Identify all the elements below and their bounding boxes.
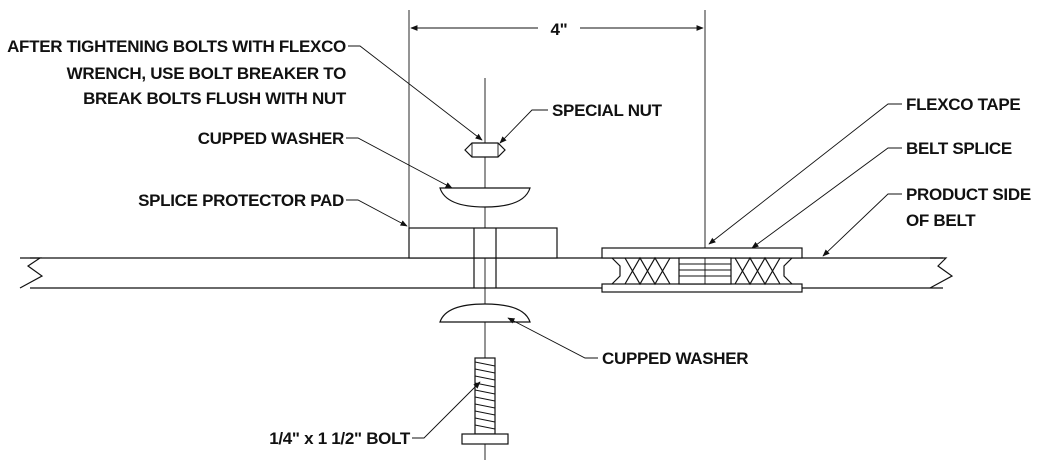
label-cupped-washer-bottom: CUPPED WASHER xyxy=(602,349,748,368)
label-instruction-line1: AFTER TIGHTENING BOLTS WITH FLEXCO xyxy=(7,37,346,56)
bolt xyxy=(461,357,509,445)
label-instruction-line2: WRENCH, USE BOLT BREAKER TO xyxy=(67,64,346,83)
label-product-side-line2: OF BELT xyxy=(906,211,976,230)
leader-lines xyxy=(346,45,902,439)
label-flexco-tape: FLEXCO TAPE xyxy=(906,95,1020,114)
label-instruction-line3: BREAK BOLTS FLUSH WITH NUT xyxy=(83,89,347,108)
splice-protector-pad xyxy=(408,227,558,259)
belt-break-left xyxy=(19,257,44,289)
label-special-nut: SPECIAL NUT xyxy=(552,101,663,120)
cupped-washer-bottom xyxy=(439,303,531,323)
label-cupped-washer-top: CUPPED WASHER xyxy=(198,129,344,148)
dimension-label: 4" xyxy=(551,20,568,39)
label-bolt: 1/4" x 1 1/2" BOLT xyxy=(269,429,411,448)
label-product-side-line1: PRODUCT SIDE xyxy=(906,185,1031,204)
bolt-shank xyxy=(473,228,497,288)
label-belt-splice: BELT SPLICE xyxy=(906,139,1012,158)
special-nut xyxy=(464,142,506,158)
belt xyxy=(19,257,954,289)
dimension-4in: 4" xyxy=(408,10,706,248)
label-splice-protector-pad: SPLICE PROTECTOR PAD xyxy=(138,191,344,210)
belt-break-right xyxy=(929,257,954,289)
belt-splice-fastener xyxy=(601,247,803,293)
cupped-washer-top xyxy=(439,187,531,208)
